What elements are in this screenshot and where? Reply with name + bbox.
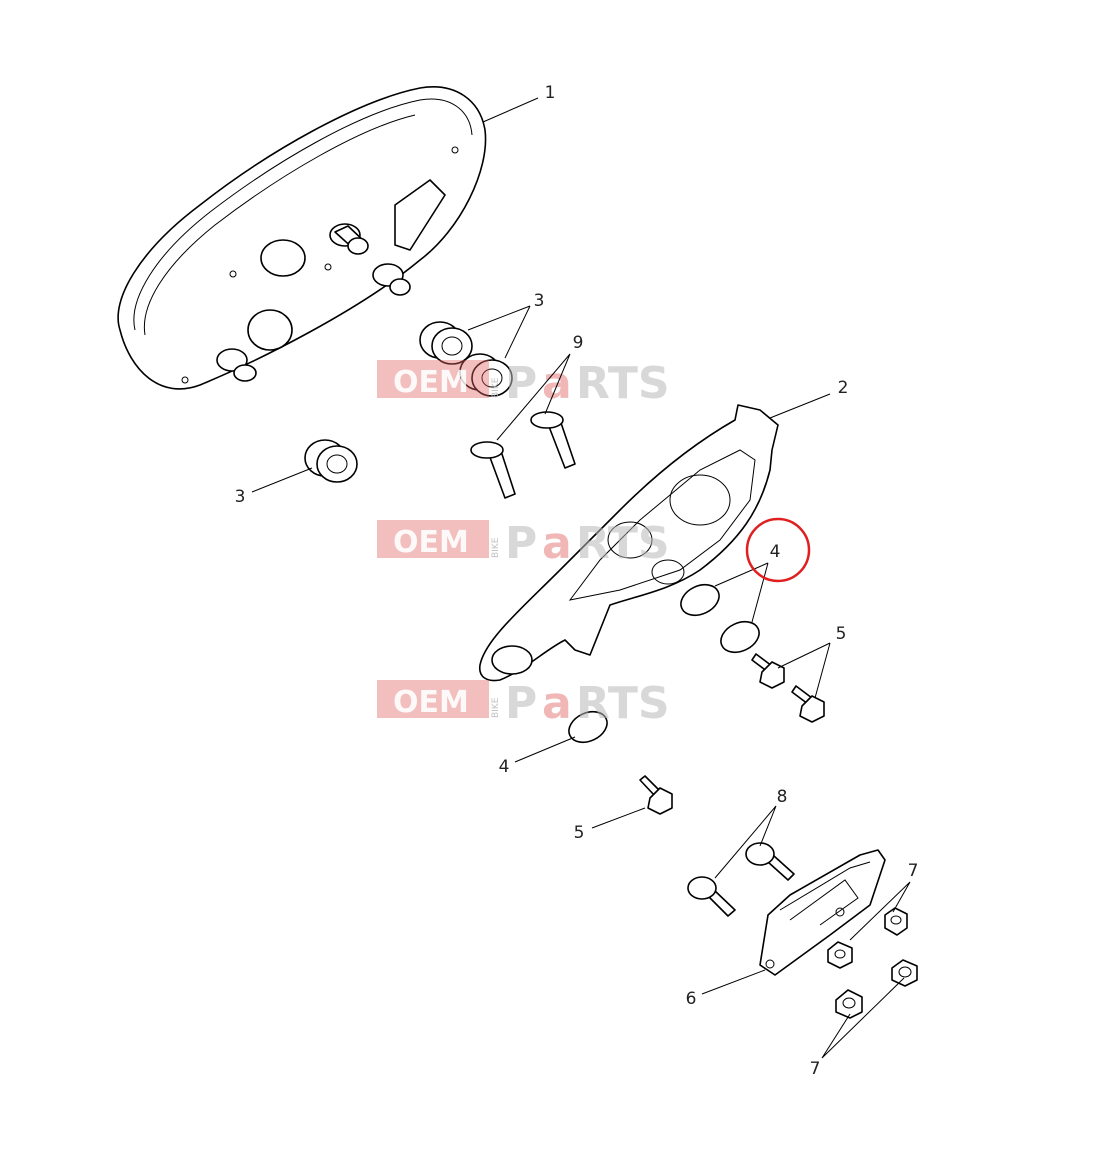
part-4-washer[interactable] bbox=[716, 616, 764, 658]
svg-text:OEM: OEM bbox=[393, 685, 469, 720]
svg-text:a: a bbox=[542, 678, 572, 729]
part-3-grommet[interactable] bbox=[304, 439, 358, 483]
svg-text:OEM: OEM bbox=[393, 365, 469, 400]
callout-2[interactable]: 2 bbox=[838, 378, 849, 398]
highlight-circle bbox=[745, 517, 811, 583]
part-9-screw[interactable] bbox=[470, 441, 516, 499]
svg-text:a: a bbox=[542, 358, 572, 409]
svg-text:RTS: RTS bbox=[576, 358, 670, 409]
watermark: OEM BIKE P a RTS bbox=[377, 358, 670, 409]
part-2-bracket[interactable] bbox=[478, 404, 779, 682]
part-7-nut[interactable] bbox=[884, 907, 908, 936]
part-5-bolt[interactable] bbox=[791, 685, 825, 723]
callout-7[interactable]: 7 bbox=[908, 861, 919, 881]
callout-9[interactable]: 9 bbox=[573, 333, 584, 353]
svg-text:BIKE: BIKE bbox=[491, 377, 501, 398]
svg-text:P: P bbox=[505, 358, 537, 409]
part-7-nut[interactable] bbox=[835, 989, 863, 1019]
watermark: OEM BIKE P a RTS bbox=[377, 678, 670, 729]
part-1-instrument-housing[interactable] bbox=[117, 86, 487, 390]
callout-6[interactable]: 6 bbox=[686, 989, 697, 1009]
callout-5[interactable]: 5 bbox=[574, 823, 585, 843]
part-5-bolt[interactable] bbox=[639, 775, 673, 815]
svg-text:RTS: RTS bbox=[576, 518, 670, 569]
callout-1[interactable]: 1 bbox=[545, 83, 556, 103]
svg-text:BIKE: BIKE bbox=[491, 697, 501, 718]
callout-4-highlighted[interactable]: 4 bbox=[770, 542, 781, 562]
callout-5[interactable]: 5 bbox=[836, 624, 847, 644]
part-4-washer[interactable] bbox=[564, 706, 612, 748]
part-9-screw[interactable] bbox=[530, 411, 576, 469]
part-7-nut[interactable] bbox=[891, 959, 918, 987]
callout-7[interactable]: 7 bbox=[810, 1059, 821, 1079]
part-3-grommet[interactable] bbox=[419, 321, 473, 365]
part-6-plate[interactable] bbox=[759, 849, 886, 976]
callout-3[interactable]: 3 bbox=[235, 487, 246, 507]
callout-8[interactable]: 8 bbox=[777, 787, 788, 807]
part-3-grommet[interactable] bbox=[459, 353, 513, 397]
svg-text:P: P bbox=[505, 678, 537, 729]
svg-text:OEM: OEM bbox=[393, 525, 469, 560]
callout-4[interactable]: 4 bbox=[499, 757, 510, 777]
svg-text:P: P bbox=[505, 518, 537, 569]
leader-lines bbox=[251, 97, 911, 1059]
part-5-bolt[interactable] bbox=[751, 653, 785, 689]
callout-3[interactable]: 3 bbox=[534, 291, 545, 311]
part-8-screw[interactable] bbox=[745, 842, 795, 881]
part-4-washer[interactable] bbox=[676, 579, 724, 621]
svg-text:a: a bbox=[542, 518, 572, 569]
svg-text:BIKE: BIKE bbox=[491, 537, 501, 558]
watermark: OEM BIKE P a RTS bbox=[377, 518, 670, 569]
svg-text:RTS: RTS bbox=[576, 678, 670, 729]
part-8-screw[interactable] bbox=[687, 876, 736, 917]
part-7-nut[interactable] bbox=[827, 941, 853, 969]
